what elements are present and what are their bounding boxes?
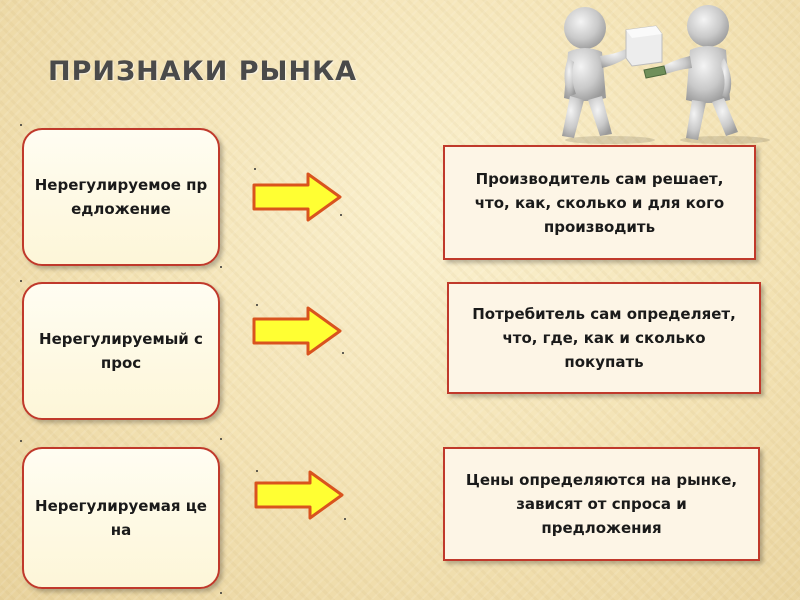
left-box-unregulated-supply: Нерегулируемое предложение <box>22 128 220 266</box>
right-box-market-prices: Цены определяются на рынке, зависят от с… <box>443 447 760 561</box>
right-arrow-icon <box>254 470 344 520</box>
decorative-dot <box>340 214 342 216</box>
decorative-dot <box>20 124 22 126</box>
slide-title: ПРИЗНАКИ РЫНКА <box>48 56 358 87</box>
decorative-dot <box>20 440 22 442</box>
decorative-dot <box>220 438 222 440</box>
left-box-label: Нерегулируемое предложение <box>34 176 208 218</box>
decorative-dot <box>220 592 222 594</box>
right-arrow-icon <box>252 172 342 222</box>
left-box-label: Нерегулируемый спрос <box>39 330 203 372</box>
right-box-text: Производитель сам решает, что, как, скол… <box>474 169 725 236</box>
decorative-dot <box>256 304 258 306</box>
left-box-unregulated-demand: Нерегулируемый спрос <box>22 282 220 420</box>
two-figures-exchange-icon <box>562 5 770 144</box>
right-arrow-icon <box>252 306 342 356</box>
left-box-label: Нерегулируемая цена <box>35 497 207 539</box>
decorative-dot <box>256 470 258 472</box>
decorative-dot <box>342 352 344 354</box>
right-box-text: Потребитель сам определяет, что, где, ка… <box>472 305 736 371</box>
decorative-dot <box>20 280 22 282</box>
decorative-dot <box>220 266 222 268</box>
right-box-consumer-determines: Потребитель сам определяет, что, где, ка… <box>447 282 761 394</box>
left-box-unregulated-price: Нерегулируемая цена <box>22 447 220 589</box>
decorative-dot <box>344 518 346 520</box>
right-box-text: Цены определяются на рынке, зависят от с… <box>465 471 738 537</box>
decorative-dot <box>254 168 256 170</box>
right-box-producer-decides: Производитель сам решает, что, как, скол… <box>443 145 756 260</box>
